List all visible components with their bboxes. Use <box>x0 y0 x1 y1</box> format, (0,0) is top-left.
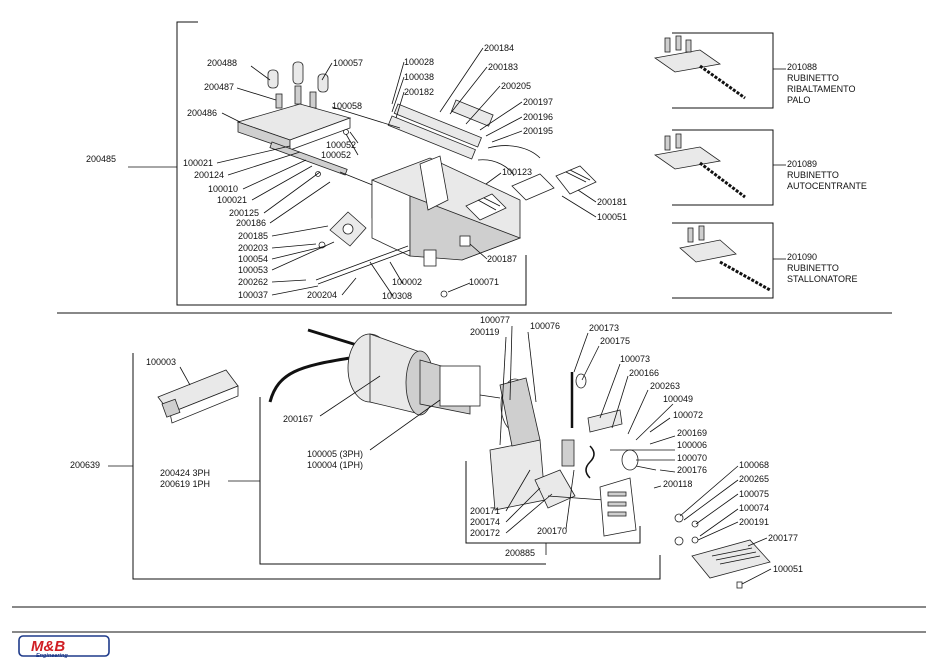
motor-ref-1ph: 100004 (1PH) <box>307 460 363 470</box>
part-label: 100052 <box>326 140 356 150</box>
part-label: 100057 <box>333 58 363 68</box>
part-label: 200204 <box>307 290 337 300</box>
part-label: 200187 <box>487 254 517 264</box>
variant-labels: 201088 RUBINETTO RIBALTAMENTO PALO 20108… <box>787 62 867 284</box>
part-label: 200197 <box>523 97 553 107</box>
part-label: 200205 <box>501 81 531 91</box>
part-label: 100308 <box>382 291 412 301</box>
part-label: 200175 <box>600 336 630 346</box>
variant-valve-drawing-1 <box>653 35 746 100</box>
part-label: 100054 <box>238 254 268 264</box>
part-label: 200186 <box>236 218 266 228</box>
variant-1-code: 201088 <box>787 62 817 72</box>
part-label: 100028 <box>404 57 434 67</box>
part-label: 100074 <box>739 503 769 513</box>
valve-block-drawing <box>236 61 597 298</box>
part-label: 100123 <box>502 167 532 177</box>
part-label: 200172 <box>470 528 500 538</box>
motor-pump-drawing <box>157 328 771 589</box>
variant-2-code: 201089 <box>787 159 817 169</box>
part-label: 200174 <box>470 517 500 527</box>
part-label: 100021 <box>183 158 213 168</box>
part-label: 200486 <box>187 108 217 118</box>
part-label: 200182 <box>404 87 434 97</box>
part-label: 200195 <box>523 126 553 136</box>
variant-1-line2: RIBALTAMENTO <box>787 84 856 94</box>
part-label: 100068 <box>739 460 769 470</box>
variant-1-line3: PALO <box>787 95 810 105</box>
part-label: 200125 <box>229 208 259 218</box>
variant-1-line1: RUBINETTO <box>787 73 839 83</box>
part-label: 200119 <box>470 327 499 337</box>
part-label: 200487 <box>204 82 234 92</box>
part-label: 200191 <box>739 517 769 527</box>
bottom-leaders <box>179 325 772 585</box>
part-label: 200167 <box>283 414 313 424</box>
part-label: 100075 <box>739 489 769 499</box>
part-label: 200262 <box>238 277 268 287</box>
part-label: 100058 <box>332 101 362 111</box>
part-label: 200177 <box>768 533 798 543</box>
part-label: 100038 <box>404 72 434 82</box>
variant-valve-drawing-3 <box>679 225 771 292</box>
variant-valve-drawing-2 <box>653 133 746 199</box>
motor-ref-3ph: 100005 (3PH) <box>307 449 363 459</box>
part-label: 200196 <box>523 112 553 122</box>
bottom-assembly-frame <box>108 353 661 580</box>
part-label: 200181 <box>597 197 627 207</box>
part-label: 200166 <box>629 368 659 378</box>
sub-assembly-label: 200885 <box>505 548 535 558</box>
part-label: 200488 <box>207 58 237 68</box>
part-label: 200124 <box>194 170 224 180</box>
variant-3-code: 201090 <box>787 252 817 262</box>
logo-brand: M&B <box>31 638 65 655</box>
bottom-part-labels: 100003 200167 100077 200119 100076 20017… <box>146 315 803 574</box>
motor-label-1ph: 200619 1PH <box>160 479 210 489</box>
part-label: 200265 <box>739 474 769 484</box>
part-label: 200173 <box>589 323 619 333</box>
part-label: 100052 <box>321 150 351 160</box>
part-label: 100021 <box>217 195 247 205</box>
part-label: 100037 <box>238 290 268 300</box>
part-label: 100003 <box>146 357 176 367</box>
part-label: 100070 <box>677 453 707 463</box>
top-assembly-frame <box>128 21 527 306</box>
part-label: 100053 <box>238 265 268 275</box>
part-label: 200203 <box>238 243 268 253</box>
part-label: 100010 <box>208 184 238 194</box>
variant-boxes <box>653 32 786 299</box>
bottom-assembly-label: 200639 <box>70 460 100 470</box>
variant-3-line2: STALLONATORE <box>787 274 858 284</box>
part-label: 100076 <box>530 321 560 331</box>
part-label: 100006 <box>677 440 707 450</box>
part-label: 100002 <box>392 277 422 287</box>
brand-logo: M&B Engineering <box>18 635 110 659</box>
part-label: 200118 <box>663 479 692 489</box>
part-label: 200263 <box>650 381 680 391</box>
motor-label-3ph: 200424 3PH <box>160 468 210 478</box>
part-label: 200169 <box>677 428 707 438</box>
logo-sub: Engineering <box>36 653 68 659</box>
part-label: 200183 <box>488 62 518 72</box>
part-label: 100051 <box>597 212 627 222</box>
part-label: 200184 <box>484 43 514 53</box>
variant-3-line1: RUBINETTO <box>787 263 839 273</box>
variant-2-line2: AUTOCENTRANTE <box>787 181 867 191</box>
top-leaders <box>216 47 597 297</box>
part-label: 200185 <box>238 231 268 241</box>
part-label: 100073 <box>620 354 650 364</box>
part-label: 100072 <box>673 410 703 420</box>
top-part-labels: 200488 200487 200486 100057 100058 10002… <box>183 43 627 301</box>
part-label: 100071 <box>469 277 499 287</box>
variant-2-line1: RUBINETTO <box>787 170 839 180</box>
part-label: 100077 <box>480 315 510 325</box>
part-label: 100049 <box>663 394 693 404</box>
top-assembly-label: 200485 <box>86 154 116 164</box>
part-label: 200176 <box>677 465 707 475</box>
part-label: 100051 <box>773 564 803 574</box>
part-label: 200170 <box>537 526 567 536</box>
part-label: 200171 <box>470 506 500 516</box>
